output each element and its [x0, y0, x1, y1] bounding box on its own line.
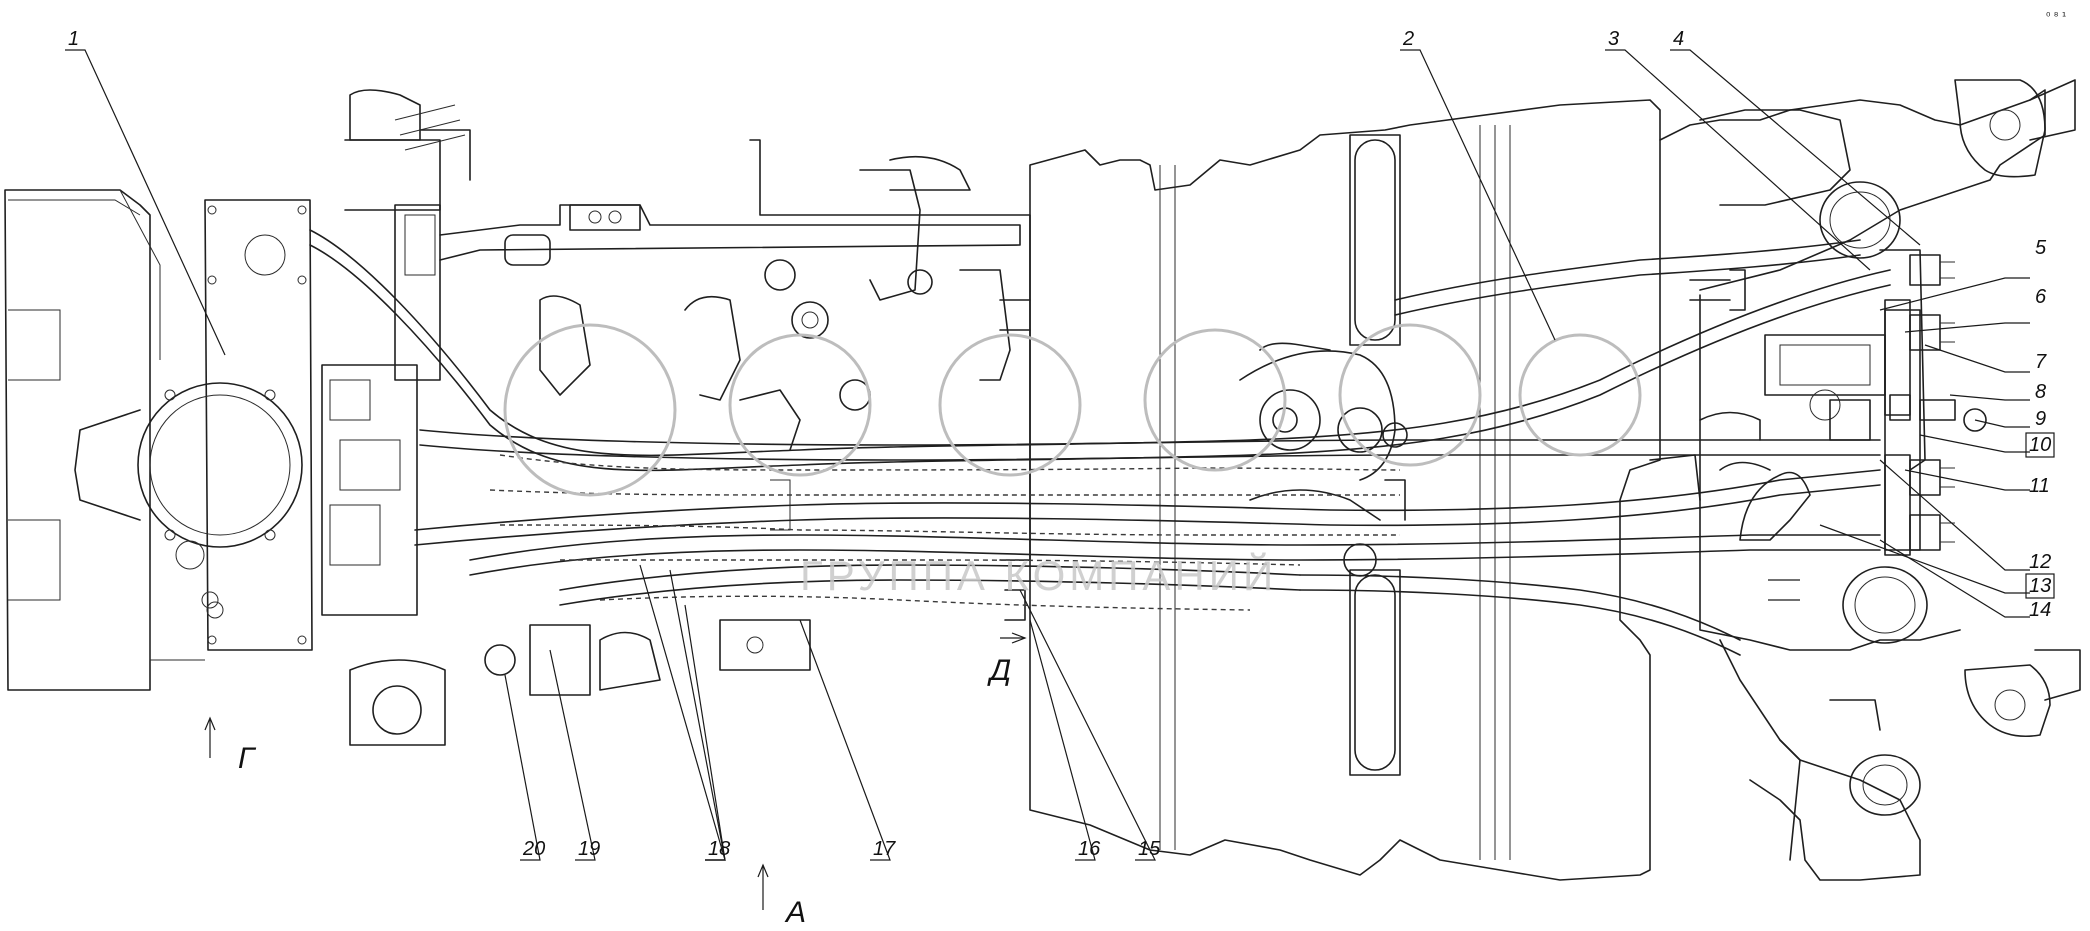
corner-mark: ⁰ ⁸ ¹	[2046, 10, 2066, 23]
valve-block	[321, 89, 471, 746]
view-g-label: Г	[238, 742, 257, 775]
leader-lines	[65, 49, 2030, 910]
watermark: ГРУППА КОМПАНИЙ	[503, 323, 1642, 599]
view-a-label: А	[784, 896, 806, 929]
callout-19: 19	[578, 838, 600, 860]
callout-10-box	[2025, 432, 2055, 458]
rear-axle-housing	[1029, 99, 1661, 881]
watermark-company-text: ГРУППА КОМПАНИЙ	[800, 551, 1277, 599]
gearbox-housing	[4, 189, 313, 691]
callout-labels: 1 2 3 4 5 6 7 8 9 10 11 12 13 14 15 16 1…	[68, 28, 2051, 860]
callout-15: 15	[1138, 838, 1161, 860]
callout-18: 18	[708, 838, 730, 860]
callout-6: 6	[2035, 286, 2047, 308]
callout-11: 11	[2029, 475, 2050, 497]
callout-2: 2	[1402, 28, 1414, 50]
callout-8: 8	[2035, 381, 2046, 403]
rear-hitch	[1649, 79, 2081, 881]
callout-3: 3	[1608, 28, 1619, 50]
view-markers: Г А Д	[238, 654, 1011, 929]
callout-20: 20	[522, 838, 545, 860]
callout-7: 7	[2035, 351, 2047, 373]
quick-couplers	[1884, 254, 1955, 556]
callout-5: 5	[2035, 237, 2047, 259]
hydraulic-hose-bundle	[309, 229, 1891, 656]
callout-13-box	[2025, 573, 2055, 599]
callout-12: 12	[2029, 551, 2051, 573]
callout-10: 10	[2029, 434, 2051, 456]
callout-1: 1	[68, 28, 79, 50]
callout-4: 4	[1673, 28, 1684, 50]
callout-16: 16	[1078, 838, 1101, 860]
callout-13: 13	[2029, 575, 2051, 597]
callout-9: 9	[2035, 408, 2046, 430]
callout-14: 14	[2029, 599, 2051, 621]
view-d-label: Д	[987, 654, 1011, 687]
center-mechanism	[439, 139, 1031, 696]
callout-17: 17	[873, 838, 896, 860]
